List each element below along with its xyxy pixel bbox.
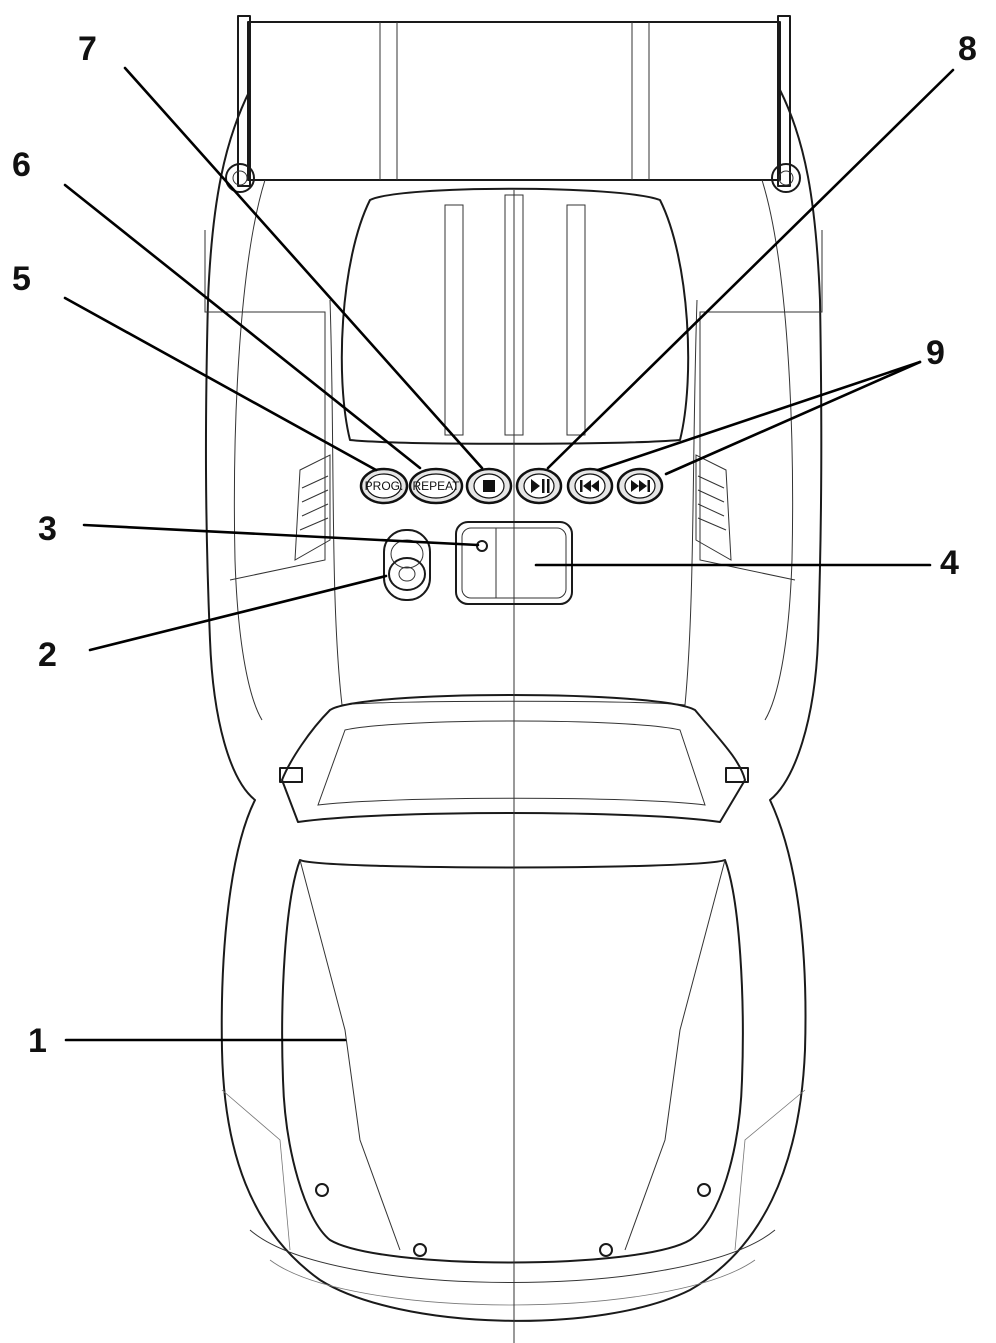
callout-8: 8 (958, 30, 977, 68)
skip-forward-icon (631, 480, 650, 492)
repeat-button[interactable]: REPEAT (408, 467, 464, 505)
stop-button[interactable] (465, 467, 513, 505)
skip-back-icon (580, 480, 599, 492)
next-button[interactable] (616, 467, 664, 505)
play-pause-button[interactable] (515, 467, 563, 505)
prog-button[interactable]: PROG. (359, 467, 409, 505)
volume-knob[interactable] (383, 529, 431, 601)
prog-button-label: PROG. (365, 479, 404, 493)
car-body (204, 89, 823, 1343)
play-pause-icon (531, 479, 550, 493)
callout-1: 1 (28, 1022, 47, 1060)
control-panel: PROG. REPEAT (359, 467, 664, 505)
callout-7: 7 (78, 30, 97, 68)
left-side-vent (294, 454, 331, 561)
cd-door[interactable] (455, 521, 573, 605)
previous-button[interactable] (566, 467, 614, 505)
right-side-vent (695, 454, 732, 561)
rear-spoiler (225, 15, 801, 193)
callout-numbers: 1 2 3 4 5 6 7 8 9 (12, 30, 977, 1060)
callout-9: 9 (926, 334, 945, 372)
leader-lines (63, 66, 955, 1042)
callout-3: 3 (38, 510, 57, 548)
callout-2: 2 (38, 636, 57, 674)
repeat-button-label: REPEAT (412, 479, 460, 493)
callout-6: 6 (12, 146, 31, 184)
stop-icon (483, 480, 495, 492)
callout-4: 4 (940, 544, 959, 582)
callout-5: 5 (12, 260, 31, 298)
